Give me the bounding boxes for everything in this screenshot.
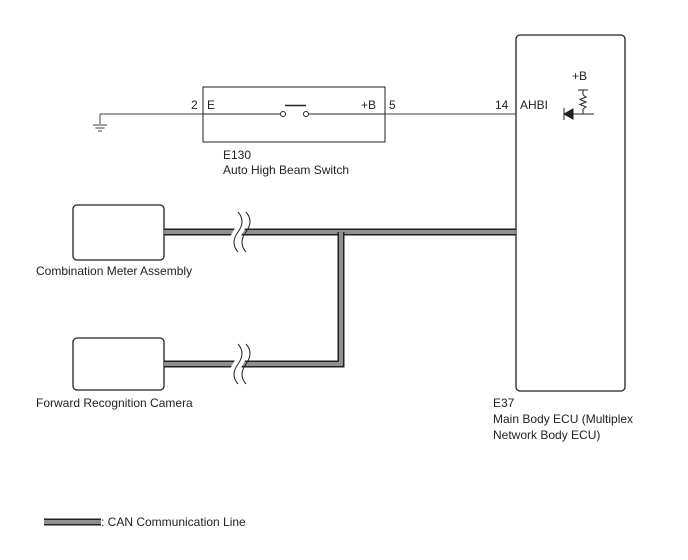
switch-pin-right-number: 5 — [389, 98, 396, 112]
ecu-name-line1: Main Body ECU (Multiplex — [493, 412, 633, 426]
switch-pin-left-number: 2 — [191, 98, 198, 112]
forward-camera-label: Forward Recognition Camera — [36, 396, 193, 410]
line-break-icon — [229, 341, 251, 387]
switch-contact-icon — [203, 104, 385, 117]
line-break-icon — [229, 209, 251, 255]
ecu-supply-label: +B — [572, 69, 587, 83]
ecu-pin-name: AHBI — [520, 98, 548, 112]
diode-icon — [562, 108, 594, 120]
legend-label: : CAN Communication Line — [101, 515, 246, 529]
can-bus-lines — [164, 228, 516, 368]
switch-name: Auto High Beam Switch — [223, 163, 349, 177]
switch-pin-left-name: E — [207, 98, 215, 112]
combination-meter-box — [72, 204, 165, 261]
ecu-name-line2: Network Body ECU) — [493, 428, 600, 442]
forward-camera-box — [72, 337, 165, 391]
switch-pin-right-name: +B — [361, 98, 376, 112]
ground-symbol — [93, 114, 107, 132]
combination-meter-label: Combination Meter Assembly — [36, 264, 192, 278]
pull-up-resistor-icon — [578, 89, 588, 114]
ecu-pin-number: 14 — [495, 98, 509, 112]
main-body-ecu-box — [515, 34, 626, 392]
ecu-code: E37 — [493, 396, 515, 410]
switch-code: E130 — [223, 148, 251, 162]
